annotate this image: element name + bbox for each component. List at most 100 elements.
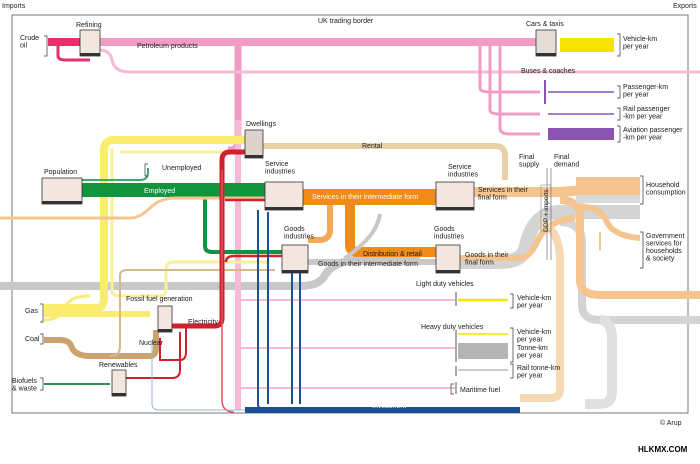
flow-renewables-to-elec — [126, 332, 181, 379]
bracket-cars — [617, 33, 621, 57]
flow-goods-lower-export — [585, 315, 617, 409]
flow-rental — [262, 143, 508, 180]
label-credit: © Arup — [660, 419, 682, 427]
label-gdp-imports: GDP + imports — [543, 189, 550, 232]
flow-employed-goods — [203, 196, 282, 254]
flow-electricity-goods — [224, 254, 282, 263]
node-service-industries-1 — [264, 181, 304, 211]
label-aviation-pkm: Aviation passenger-km per year — [623, 127, 683, 142]
node-refining — [79, 29, 101, 57]
node-goods-industries-1 — [281, 244, 309, 274]
bracket-household — [640, 175, 644, 205]
flow-electricity-rail — [221, 170, 235, 413]
label-exports: Exports — [673, 3, 697, 10]
household-band — [576, 177, 640, 195]
label-cars-taxis: Cars & taxis — [526, 21, 564, 28]
label-nuclear: Nuclear — [139, 340, 164, 347]
label-rental: Rental — [362, 143, 383, 150]
bracket-biofuel — [40, 377, 44, 391]
aviation-pkm-band — [548, 128, 614, 140]
bracket-coal — [40, 333, 44, 345]
bracket-crude — [44, 35, 48, 57]
flow-petroleum-aviation — [498, 46, 540, 136]
label-dwellings: Dwellings — [246, 121, 276, 128]
label-coal: Coal — [25, 336, 40, 343]
label-distribution-retail: Distribution & retail — [363, 251, 422, 258]
flow-distribution-final — [460, 215, 576, 261]
label-electricity: Electricity — [188, 319, 218, 326]
node-service-industries-2 — [435, 181, 475, 211]
flow-crude-export — [56, 46, 90, 62]
flow-petroleum-rail — [488, 46, 540, 116]
bracket-hdv — [510, 327, 514, 363]
flow-invest-from-service-1 — [257, 210, 267, 411]
label-watermark: HLKMX.COM — [638, 445, 688, 454]
bracket-aviation — [617, 125, 621, 143]
flow-gas-main — [44, 136, 245, 312]
border-title: UK trading border — [318, 18, 374, 25]
node-renewables — [111, 369, 127, 397]
hdv-tonne-band — [458, 343, 508, 359]
label-maritime-fuel: Maritime fuel — [460, 387, 501, 394]
bracket-unemployed — [144, 163, 148, 177]
bracket-ldv — [510, 293, 514, 309]
label-population: Population — [44, 169, 77, 176]
cars-vkm-band — [560, 38, 614, 52]
flow-goods-intermediate-feedback — [343, 213, 382, 260]
label-biofuels: Biofuels& waste — [12, 378, 37, 393]
label-unemployed: Unemployed — [162, 165, 201, 172]
household-band-grey — [576, 195, 640, 203]
label-fossil-fuel-generation: Fossil fuel generation — [126, 296, 193, 303]
label-heavy-duty-vehicles: Heavy duty vehicles — [421, 324, 484, 331]
flow-services-to-goods — [308, 205, 333, 243]
label-goods-intermediate: Goods in their intermediate form — [318, 261, 418, 268]
label-buses-coaches: Buses & coaches — [521, 68, 576, 75]
label-imports: Imports — [2, 3, 26, 10]
flow-petroleum-export — [99, 48, 700, 74]
label-petroleum-products: Petroleum products — [137, 43, 198, 50]
bracket-rail-t — [510, 363, 514, 379]
flow-unemployed — [82, 168, 149, 181]
label-gas: Gas — [25, 308, 38, 315]
label-light-duty-vehicles: Light duty vehicles — [416, 281, 474, 288]
label-employed: Employed — [144, 188, 175, 195]
flow-goods-final-main — [460, 205, 640, 269]
label-investment: Investment — [372, 403, 406, 410]
node-fossil-fuel-generation — [157, 305, 173, 333]
flow-services-government — [574, 203, 641, 241]
flow-petroleum-bus — [478, 46, 540, 94]
label-services-intermediate: Services in their intermediate form — [312, 194, 418, 201]
node-dwellings — [244, 129, 264, 159]
label-renewables: Renewables — [99, 362, 138, 369]
flow-services-intermediate — [0, 196, 265, 220]
bracket-bus — [617, 85, 621, 99]
flow-gas-to-industry — [110, 148, 270, 298]
label-refining: Refining — [76, 22, 102, 29]
flow-coal — [44, 330, 159, 359]
flow-invest-from-coal — [151, 340, 245, 411]
node-population — [41, 177, 83, 205]
bracket-rail-p — [617, 107, 621, 121]
gdp-bracket — [540, 184, 552, 232]
flow-services-to-distribution — [345, 205, 436, 257]
bracket-maritime — [450, 383, 454, 395]
flow-gas-export — [43, 294, 91, 322]
node-goods-industries-2 — [435, 244, 461, 274]
